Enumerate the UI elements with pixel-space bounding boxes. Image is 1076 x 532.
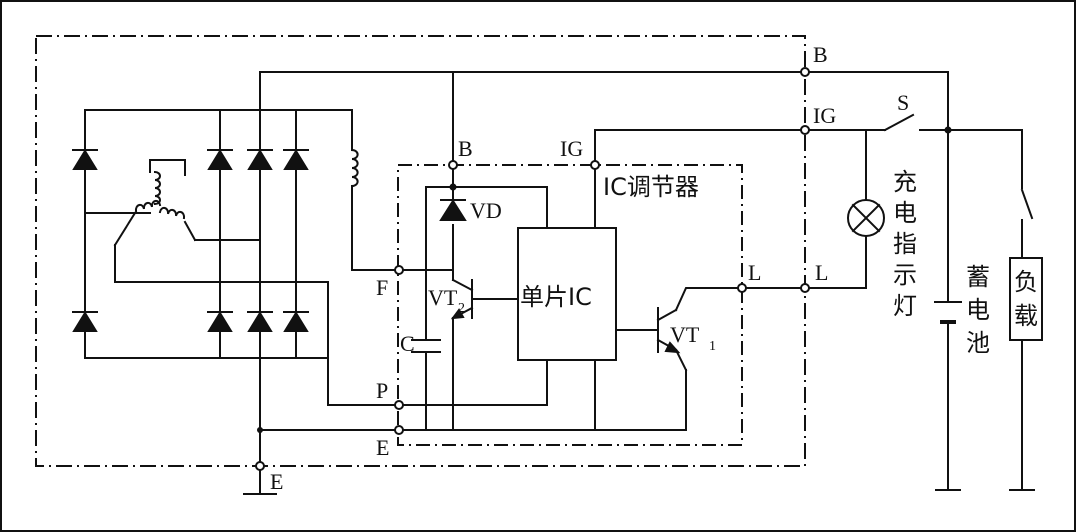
rectifier-diode xyxy=(283,149,309,170)
svg-text:载: 载 xyxy=(1014,302,1038,330)
label-vt2-sub: 2 xyxy=(458,301,465,316)
rectifier-diode xyxy=(247,311,273,332)
battery xyxy=(934,301,962,491)
label-ig-inner: IG xyxy=(560,136,583,161)
label-f-inner: F xyxy=(376,275,388,300)
svg-text:充: 充 xyxy=(893,168,917,196)
label-switch: S xyxy=(897,90,909,115)
terminal-l-inner xyxy=(737,283,747,293)
label-load: 负 载 xyxy=(1014,268,1038,330)
terminal-b-inner xyxy=(448,160,458,170)
junction-node xyxy=(257,427,263,433)
rectifier-diode xyxy=(207,149,233,170)
label-b-inner: B xyxy=(458,136,473,161)
label-e-outer: E xyxy=(270,469,283,494)
label-ig-outer: IG xyxy=(813,103,836,128)
label-capacitor: C xyxy=(400,331,415,356)
transistor-vt2 xyxy=(450,278,474,320)
svg-text:池: 池 xyxy=(966,329,990,357)
junction-node xyxy=(449,183,457,191)
capacitor-c xyxy=(411,339,441,353)
rectifier-diode xyxy=(72,311,98,332)
svg-text:灯: 灯 xyxy=(893,292,917,320)
terminal-ig-inner xyxy=(590,160,600,170)
load-box xyxy=(1009,257,1043,341)
terminal-e-outer xyxy=(255,461,265,471)
label-indicator: 充 电 指 示 灯 xyxy=(893,168,917,320)
external-wiring xyxy=(804,113,1034,491)
rectifier-diode xyxy=(207,311,233,332)
monolithic-ic xyxy=(517,227,617,361)
label-chip: 单片IC xyxy=(520,283,592,311)
regulator-internal-wiring xyxy=(398,129,867,431)
terminal-l-outer xyxy=(800,283,810,293)
label-vt1: VT xyxy=(670,322,700,347)
terminal-f-inner xyxy=(394,265,404,275)
alternator-boundary xyxy=(35,35,806,467)
label-e-inner: E xyxy=(376,435,389,460)
rectifier-diode xyxy=(247,149,273,170)
field-winding xyxy=(350,148,400,271)
ground-rail xyxy=(243,429,687,495)
svg-text:指: 指 xyxy=(893,230,917,258)
terminal-p-inner xyxy=(394,400,404,410)
b-plus-rail xyxy=(259,71,949,166)
label-l-outer: L xyxy=(815,260,828,285)
junction-node xyxy=(944,126,952,134)
transistor-vt1 xyxy=(656,307,681,354)
label-battery: 蓄 电 池 xyxy=(966,263,990,357)
diode-vd xyxy=(439,199,467,221)
label-p-inner: P xyxy=(376,378,388,403)
terminal-b-outer xyxy=(800,67,810,77)
label-regulator: IC调节器 xyxy=(603,173,699,201)
indicator-lamp xyxy=(847,199,885,237)
label-l-inner: L xyxy=(748,260,761,285)
label-b-outer: B xyxy=(813,42,828,67)
svg-text:示: 示 xyxy=(893,261,917,289)
label-vt1-sub: 1 xyxy=(709,339,716,354)
svg-text:电: 电 xyxy=(966,296,990,324)
terminal-e-inner xyxy=(394,425,404,435)
stator-windings xyxy=(113,159,197,247)
svg-text:负: 负 xyxy=(1014,268,1038,296)
svg-text:电: 电 xyxy=(893,199,917,227)
label-vt2: VT xyxy=(428,285,458,310)
rectifier-diode xyxy=(72,149,98,170)
label-vd: VD xyxy=(470,198,502,223)
rectifier-diode xyxy=(283,311,309,332)
terminal-ig-outer xyxy=(800,125,810,135)
svg-text:蓄: 蓄 xyxy=(966,263,990,291)
